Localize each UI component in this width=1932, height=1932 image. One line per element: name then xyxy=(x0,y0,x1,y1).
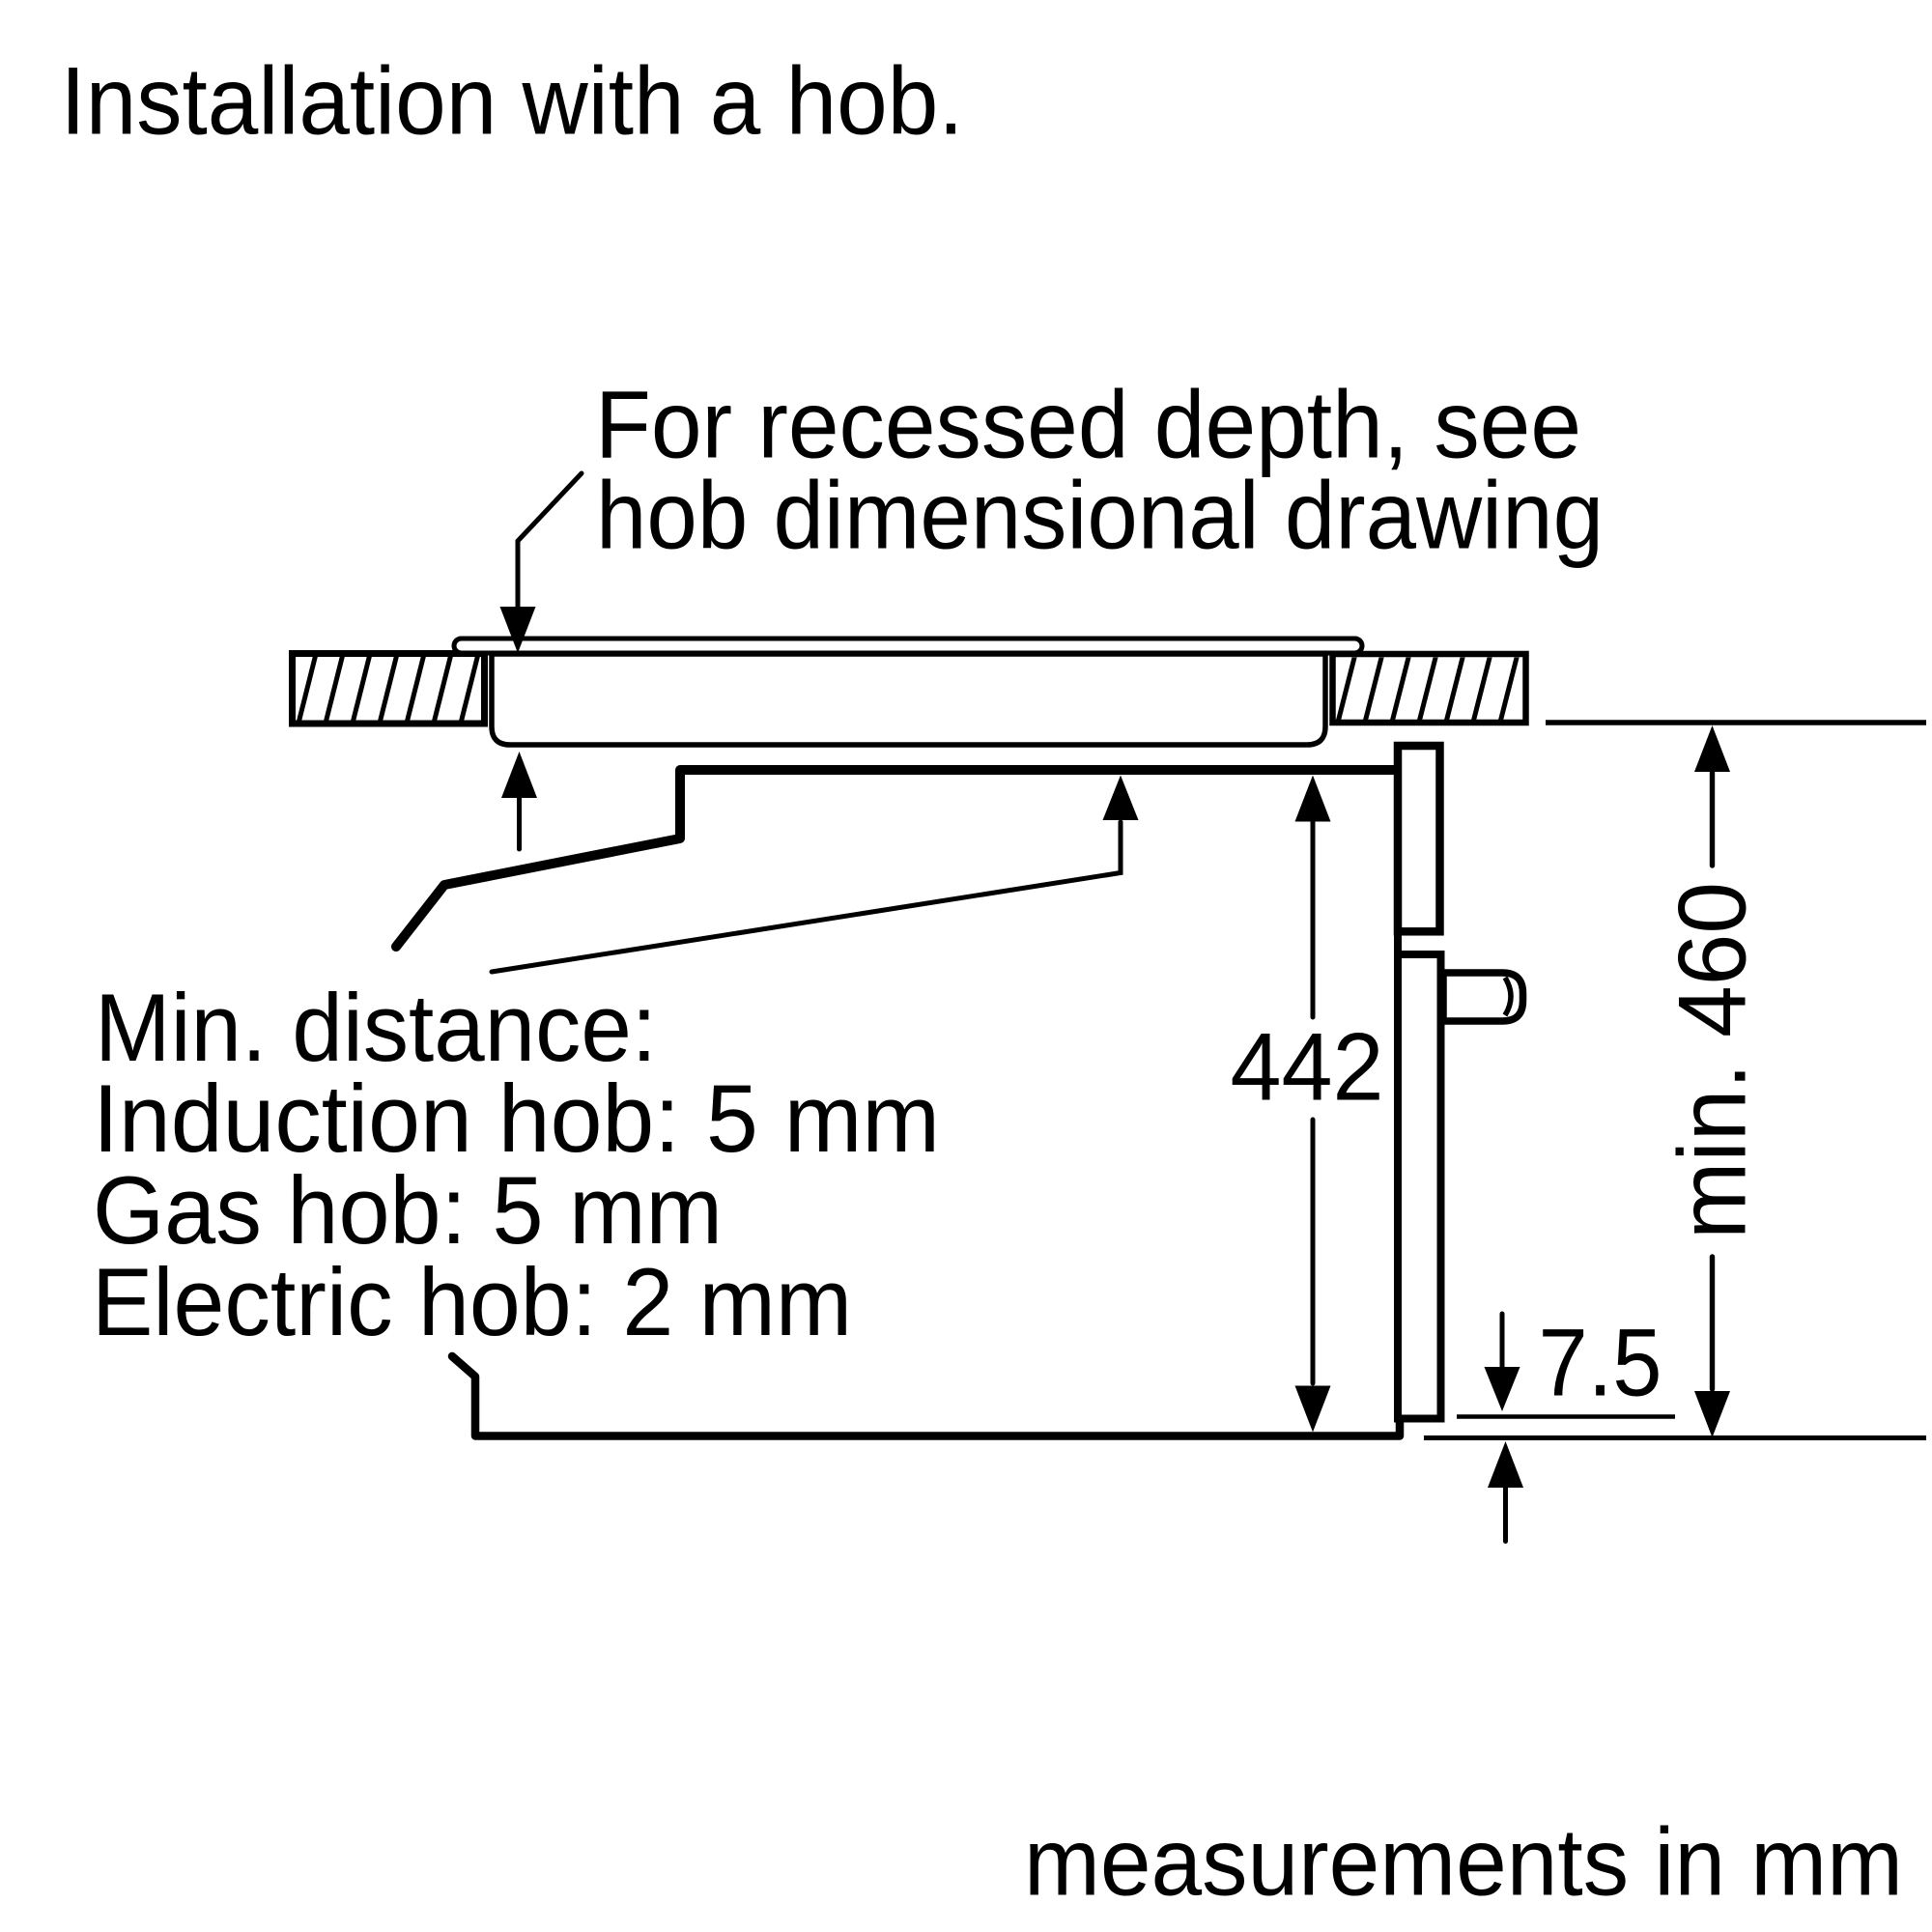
svg-text:Induction hob: 5 mm: Induction hob: 5 mm xyxy=(93,1065,940,1172)
svg-text:hob dimensional drawing: hob dimensional drawing xyxy=(596,462,1604,569)
svg-text:min. 460: min. 460 xyxy=(1659,882,1766,1239)
svg-text:442: 442 xyxy=(1231,1012,1384,1120)
svg-text:measurements in mm: measurements in mm xyxy=(1024,1808,1903,1916)
svg-text:For recessed depth, see: For recessed depth, see xyxy=(595,370,1581,477)
svg-text:Min. distance:: Min. distance: xyxy=(95,974,657,1081)
svg-text:Installation with a hob.: Installation with a hob. xyxy=(61,46,964,154)
svg-text:7.5: 7.5 xyxy=(1539,1309,1662,1416)
svg-text:Gas hob: 5 mm: Gas hob: 5 mm xyxy=(93,1156,723,1264)
svg-text:Electric hob: 2 mm: Electric hob: 2 mm xyxy=(92,1248,852,1355)
